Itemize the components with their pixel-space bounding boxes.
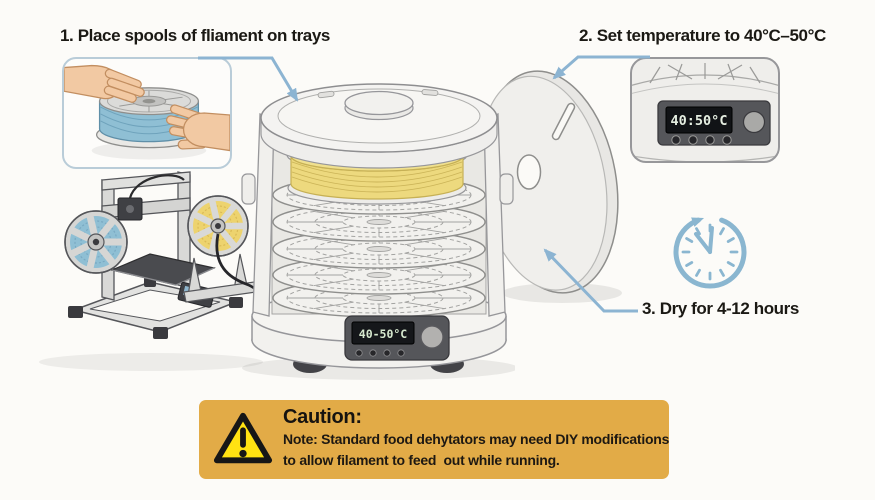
closeup-knob[interactable]	[742, 110, 766, 134]
closeup-temperature-display: 40:50°C	[671, 113, 728, 129]
spool-hands-inset	[62, 57, 232, 169]
yellow-spool	[187, 195, 249, 257]
warning-triangle-icon	[213, 412, 273, 464]
blue-spool	[64, 210, 128, 274]
step3-heading: 3. Dry for 4-12 hours	[642, 299, 799, 318]
step2-heading: 2. Set temperature to 40°C–50°C	[579, 26, 826, 45]
caution-note-line2: to allow filament to feed out while runn…	[283, 451, 560, 468]
right-latch-tab	[499, 173, 514, 205]
3d-printer-illustration	[39, 171, 268, 371]
hands-placing-spool-illustration	[64, 64, 230, 160]
caution-box: Caution: Note: Standard food dehytators …	[199, 400, 669, 479]
bowden-tube	[128, 174, 185, 199]
lid-slot	[553, 104, 574, 139]
dehydrator-control-panel: 40-50°C	[344, 315, 450, 361]
temperature-knob[interactable]	[420, 325, 444, 349]
left-hand	[64, 64, 145, 103]
temperature-display: 40-50°C	[359, 327, 408, 341]
clock-hands	[694, 226, 714, 254]
dehydrator-lid-illustration	[478, 70, 622, 303]
food-dehydrator-illustration: 40-50°C	[241, 83, 515, 380]
left-latch-tab	[241, 173, 256, 205]
clock-timer-icon	[673, 217, 747, 289]
panel-buttons[interactable]	[355, 349, 405, 357]
lid-feed-hole	[516, 154, 542, 190]
caution-title: Caution:	[283, 406, 362, 428]
temperature-control-closeup: 40:50°C	[630, 57, 780, 163]
right-hand	[166, 104, 230, 152]
step1-heading: 1. Place spools of fliament on trays	[60, 26, 330, 45]
closeup-buttons[interactable]	[671, 135, 732, 145]
caution-note-line1: Note: Standard food dehytators may need …	[283, 431, 670, 447]
dehydrator-top-lid	[260, 83, 498, 169]
vent-grille	[649, 63, 761, 84]
